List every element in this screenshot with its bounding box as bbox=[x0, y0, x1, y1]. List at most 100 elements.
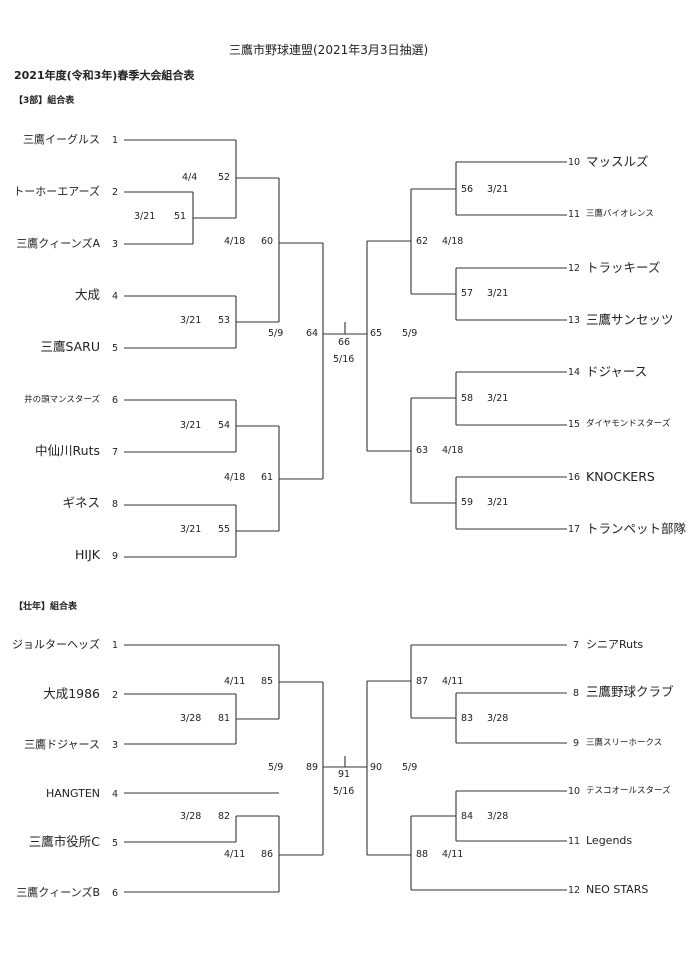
game-date: 3/28 bbox=[487, 811, 509, 822]
team-number: 12 bbox=[568, 263, 581, 274]
team-number: 10 bbox=[568, 786, 581, 797]
team-number: 12 bbox=[568, 885, 581, 896]
team-name: HANGTEN bbox=[45, 787, 100, 800]
div3-heading: 【3部】組合表 bbox=[14, 96, 75, 106]
game-number: 64 bbox=[306, 328, 319, 339]
team-number: 1 bbox=[112, 135, 119, 146]
team-number: 1 bbox=[112, 640, 119, 651]
team-name: 三鷹野球クラブ bbox=[586, 684, 674, 699]
game-date: 3/21 bbox=[487, 288, 509, 299]
game-number: 52 bbox=[218, 172, 231, 183]
game-date: 5/16 bbox=[333, 786, 355, 797]
team-number: 2 bbox=[112, 690, 119, 701]
team-name: 三鷹サンセッツ bbox=[586, 312, 674, 327]
team-name: 三鷹クィーンズB bbox=[16, 886, 100, 899]
game-date: 3/21 bbox=[487, 393, 509, 404]
game-number: 55 bbox=[218, 524, 231, 535]
game-date: 4/11 bbox=[224, 849, 246, 860]
game-number: 91 bbox=[338, 769, 351, 780]
team-name: ジョルターヘッズ bbox=[12, 638, 100, 651]
game-date: 3/28 bbox=[487, 713, 509, 724]
team-name: HIJK bbox=[75, 547, 100, 562]
game-date: 4/18 bbox=[442, 445, 464, 456]
team-name: シニアRuts bbox=[586, 638, 644, 651]
game-date: 5/9 bbox=[402, 328, 418, 339]
team-number: 9 bbox=[573, 738, 580, 749]
team-name: 三鷹ドジャース bbox=[24, 738, 100, 751]
team-number: 8 bbox=[112, 499, 119, 510]
game-number: 90 bbox=[370, 762, 383, 773]
game-number: 57 bbox=[461, 288, 474, 299]
team-name: 三鷹イーグルス bbox=[23, 133, 100, 146]
team-number: 14 bbox=[568, 367, 581, 378]
game-number: 88 bbox=[416, 849, 429, 860]
team-number: 6 bbox=[112, 888, 119, 899]
team-number: 3 bbox=[112, 239, 119, 250]
team-number: 3 bbox=[112, 740, 119, 751]
game-number: 60 bbox=[261, 236, 274, 247]
team-name: トーホーエアーズ bbox=[13, 185, 100, 198]
game-number: 53 bbox=[218, 315, 231, 326]
team-name: テスコオールスターズ bbox=[586, 786, 671, 796]
team-number: 7 bbox=[573, 640, 580, 651]
game-number: 62 bbox=[416, 236, 429, 247]
game-date: 4/18 bbox=[442, 236, 464, 247]
team-name: 三鷹SARU bbox=[40, 339, 100, 354]
page-title: 三鷹市野球連盟(2021年3月3日抽選) bbox=[229, 43, 429, 57]
team-name: トランペット部隊 bbox=[586, 521, 687, 536]
team-name: トラッキーズ bbox=[586, 260, 661, 275]
team-number: 10 bbox=[568, 157, 581, 168]
game-number: 89 bbox=[306, 762, 319, 773]
game-date: 5/9 bbox=[268, 328, 284, 339]
game-date: 3/21 bbox=[487, 184, 509, 195]
game-date: 3/21 bbox=[180, 420, 202, 431]
page-subtitle: 2021年度(令和3年)春季大会組合表 bbox=[14, 69, 195, 82]
game-number: 86 bbox=[261, 849, 274, 860]
game-number: 51 bbox=[174, 211, 187, 222]
team-number: 4 bbox=[112, 789, 119, 800]
game-number: 65 bbox=[370, 328, 383, 339]
team-number: 5 bbox=[112, 343, 119, 354]
team-number: 17 bbox=[568, 524, 581, 535]
team-name: マッスルズ bbox=[586, 154, 649, 169]
game-date: 5/16 bbox=[333, 354, 355, 365]
game-date: 3/28 bbox=[180, 713, 202, 724]
team-name: 大成 bbox=[74, 287, 100, 302]
team-name: 三鷹スリーホークス bbox=[586, 738, 663, 748]
team-name: 中仙川Ruts bbox=[35, 443, 100, 458]
game-date: 3/21 bbox=[134, 211, 156, 222]
game-number: 58 bbox=[461, 393, 474, 404]
game-number: 59 bbox=[461, 497, 474, 508]
team-number: 2 bbox=[112, 187, 119, 198]
game-number: 82 bbox=[218, 811, 231, 822]
game-number: 54 bbox=[218, 420, 231, 431]
team-number: 4 bbox=[112, 291, 119, 302]
senior-heading: 【壮年】組合表 bbox=[14, 602, 78, 612]
game-number: 85 bbox=[261, 676, 274, 687]
game-number: 84 bbox=[461, 811, 474, 822]
team-number: 9 bbox=[112, 551, 119, 562]
game-date: 3/21 bbox=[180, 315, 202, 326]
game-number: 63 bbox=[416, 445, 429, 456]
team-number: 6 bbox=[112, 395, 119, 406]
game-date: 4/11 bbox=[224, 676, 246, 687]
game-number: 87 bbox=[416, 676, 429, 687]
game-date: 4/11 bbox=[442, 676, 464, 687]
team-number: 15 bbox=[568, 419, 581, 430]
game-date: 5/9 bbox=[402, 762, 418, 773]
team-name: KNOCKERS bbox=[586, 469, 655, 484]
team-number: 13 bbox=[568, 315, 581, 326]
team-number: 16 bbox=[568, 472, 581, 483]
team-name: 大成1986 bbox=[43, 686, 100, 701]
game-date: 4/18 bbox=[224, 236, 246, 247]
team-name: Legends bbox=[586, 834, 633, 847]
team-name: ダイヤモンドスターズ bbox=[586, 419, 671, 429]
game-date: 3/28 bbox=[180, 811, 202, 822]
team-name: 三鷹バイオレンス bbox=[586, 209, 654, 219]
team-name: 井の頭マンスターズ bbox=[24, 395, 100, 405]
game-date: 5/9 bbox=[268, 762, 284, 773]
team-name: ギネス bbox=[62, 495, 100, 510]
team-name: 三鷹クィーンズA bbox=[16, 237, 100, 250]
game-number: 61 bbox=[261, 472, 274, 483]
